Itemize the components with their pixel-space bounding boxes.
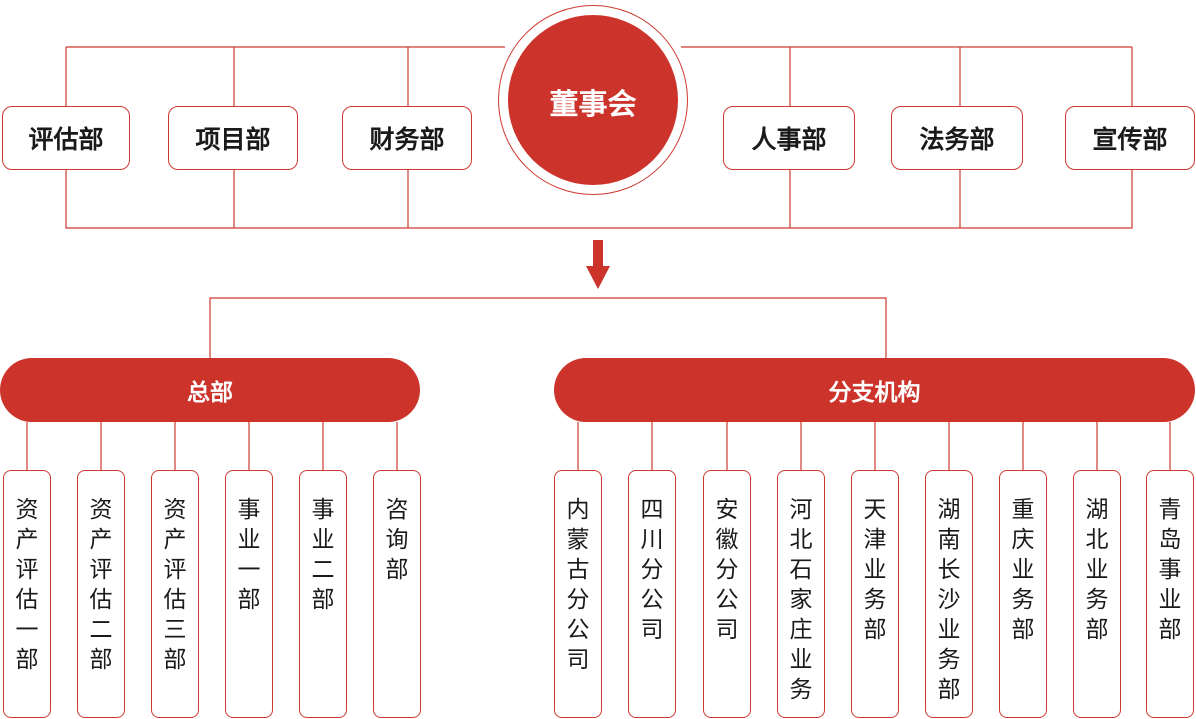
department-box-finance: 财务部 xyxy=(342,106,472,170)
branch-unit-label: 内蒙古分公司 xyxy=(566,497,590,673)
hq-unit-box: 事业一部 xyxy=(225,470,273,718)
branch-unit-box: 河北石家庄业务 xyxy=(777,470,825,718)
department-box-project: 项目部 xyxy=(168,106,298,170)
branch-unit-label: 河北石家庄业务 xyxy=(789,497,813,703)
branch-unit-label: 四川分公司 xyxy=(640,497,664,643)
branch-unit-box: 四川分公司 xyxy=(628,470,676,718)
branch-unit-label: 青岛事业部 xyxy=(1158,497,1182,643)
hq-unit-box: 咨询部 xyxy=(373,470,421,718)
hq-unit-label: 事业二部 xyxy=(311,497,335,613)
department-box-evaluation: 评估部 xyxy=(2,106,130,170)
hq-unit-box: 资产评估二部 xyxy=(77,470,125,718)
branch-unit-box: 天津业务部 xyxy=(851,470,899,718)
branch-unit-box: 湖南长沙业务部 xyxy=(925,470,973,718)
department-box-hr: 人事部 xyxy=(723,106,855,170)
hq-unit-box: 资产评估一部 xyxy=(3,470,51,718)
branch-unit-label: 湖北业务部 xyxy=(1085,497,1109,643)
hq-unit-label: 事业一部 xyxy=(237,497,261,613)
hq-unit-label: 资产评估二部 xyxy=(89,497,113,673)
branch-unit-label: 湖南长沙业务部 xyxy=(937,497,961,703)
board-label: 董事会 xyxy=(549,87,637,121)
branch-unit-label: 天津业务部 xyxy=(863,497,887,643)
hq-unit-label: 资产评估一部 xyxy=(15,497,39,673)
department-box-legal: 法务部 xyxy=(891,106,1023,170)
headquarters-label: 总部 xyxy=(187,380,233,406)
arrow-down-icon xyxy=(586,240,610,289)
hq-unit-label: 咨询部 xyxy=(385,497,409,583)
hq-unit-box: 资产评估三部 xyxy=(151,470,199,718)
department-box-publicity: 宣传部 xyxy=(1065,106,1195,170)
branch-unit-box: 重庆业务部 xyxy=(999,470,1047,718)
branch-unit-box: 内蒙古分公司 xyxy=(554,470,602,718)
branches-bar: 分支机构 xyxy=(554,358,1195,422)
hq-unit-label: 资产评估三部 xyxy=(163,497,187,673)
branch-unit-label: 安徽分公司 xyxy=(715,497,739,643)
branch-unit-box: 安徽分公司 xyxy=(703,470,751,718)
branches-label: 分支机构 xyxy=(828,380,921,406)
branch-unit-label: 重庆业务部 xyxy=(1011,497,1035,643)
branch-unit-box: 青岛事业部 xyxy=(1146,470,1194,718)
headquarters-bar: 总部 xyxy=(0,358,420,422)
branch-unit-box: 湖北业务部 xyxy=(1073,470,1121,718)
board-circle: 董事会 xyxy=(508,15,678,185)
hq-unit-box: 事业二部 xyxy=(299,470,347,718)
